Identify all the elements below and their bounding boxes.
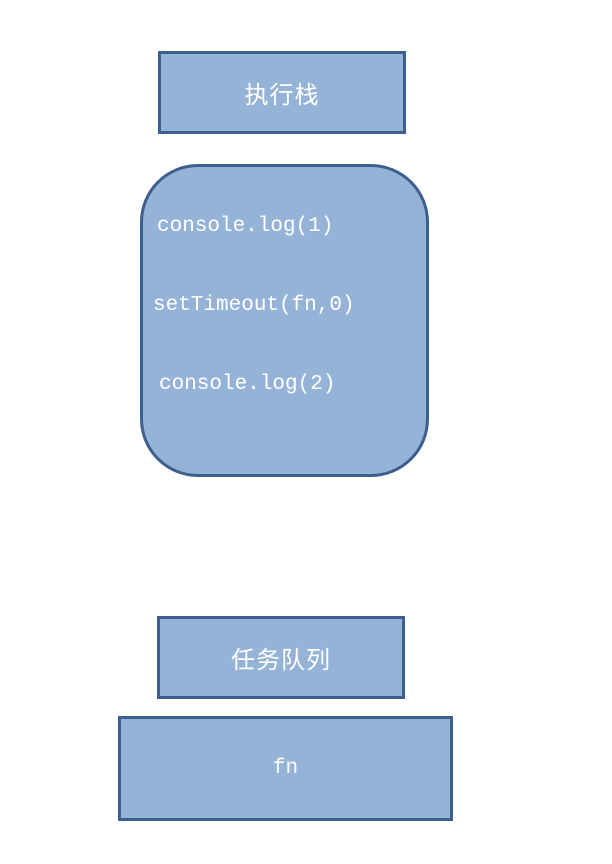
execution-stack-box: console.log(1) setTimeout(fn,0) console.… xyxy=(140,164,429,477)
stack-item: setTimeout(fn,0) xyxy=(153,294,355,317)
stack-item: console.log(1) xyxy=(157,215,334,238)
task-queue-title: 任务队列 xyxy=(157,616,405,699)
queue-item: fn xyxy=(272,757,299,780)
stack-item: console.log(2) xyxy=(159,373,336,396)
task-queue-box: fn xyxy=(118,716,453,821)
execution-stack-title: 执行栈 xyxy=(158,51,406,134)
